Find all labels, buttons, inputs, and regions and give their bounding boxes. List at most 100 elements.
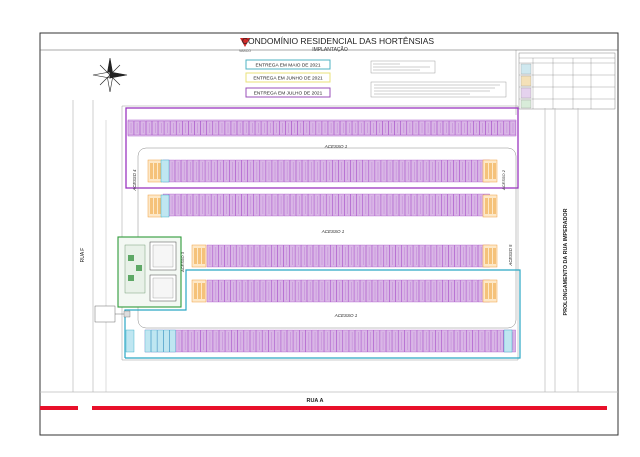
housing-unit <box>448 244 455 268</box>
housing-unit <box>336 244 343 268</box>
housing-unit <box>231 329 238 353</box>
housing-unit-may <box>144 329 151 353</box>
corner-unit-detail <box>150 163 153 179</box>
housing-unit <box>435 329 442 353</box>
corner-unit-detail <box>485 163 488 179</box>
housing-unit <box>412 120 419 136</box>
housing-unit <box>303 120 310 136</box>
housing-unit <box>277 244 284 268</box>
housing-unit <box>230 244 237 268</box>
housing-unit <box>366 279 372 303</box>
housing-unit <box>283 244 290 268</box>
housing-unit <box>406 120 413 136</box>
corner-unit-detail <box>202 248 205 264</box>
housing-unit <box>423 193 430 217</box>
housing-unit <box>436 244 443 268</box>
corner-unit-detail <box>489 163 492 179</box>
housing-unit <box>350 159 357 183</box>
housing-unit <box>308 159 315 183</box>
housing-unit <box>389 244 396 268</box>
housing-unit <box>362 193 369 217</box>
housing-unit <box>242 279 249 303</box>
legend-label-july: ENTREGA EM JULHO DE 2021 <box>254 91 323 97</box>
housing-unit <box>419 279 425 303</box>
corner-unit-detail <box>493 283 496 299</box>
housing-unit <box>199 193 206 217</box>
housing-unit <box>332 159 339 183</box>
housing-unit <box>255 120 262 136</box>
housing-unit <box>188 329 195 353</box>
corner-unit-detail <box>493 198 496 214</box>
access-label-1b: ACESSO 1 <box>321 229 345 234</box>
corner-unit-detail <box>198 283 201 299</box>
corner-unit-detail <box>154 198 157 214</box>
housing-unit <box>267 120 274 136</box>
housing-unit <box>430 120 437 136</box>
housing-unit <box>423 329 430 353</box>
housing-unit <box>307 279 313 303</box>
housing-unit <box>205 159 212 183</box>
north-arrow-icon <box>92 57 128 93</box>
housing-unit <box>296 159 303 183</box>
housing-unit <box>249 329 257 353</box>
housing-unit <box>225 329 232 353</box>
access-label-4: ACESSO 4 <box>132 169 137 192</box>
housing-unit <box>133 120 140 136</box>
housing-unit <box>187 193 194 217</box>
housing-unit-may <box>160 194 170 218</box>
housing-unit <box>224 120 231 136</box>
housing-unit <box>362 159 369 183</box>
housing-unit <box>473 120 480 136</box>
housing-unit <box>342 329 349 353</box>
housing-unit <box>326 193 333 217</box>
housing-unit <box>389 279 396 303</box>
housing-unit <box>174 159 181 183</box>
legend-swatch-july <box>245 87 331 98</box>
notes-block <box>370 60 507 98</box>
units-table <box>518 52 616 110</box>
housing-unit <box>254 244 260 268</box>
housing-unit <box>410 329 417 353</box>
entrance-gate <box>94 305 131 323</box>
housing-unit <box>139 120 146 136</box>
housing-unit <box>217 193 224 217</box>
road-rua-f <box>72 100 107 392</box>
housing-unit <box>348 329 355 353</box>
housing-unit <box>436 279 443 303</box>
housing-unit <box>181 193 187 217</box>
housing-unit <box>477 193 484 217</box>
housing-unit <box>479 120 486 136</box>
housing-unit <box>336 329 343 353</box>
housing-unit <box>472 244 478 268</box>
housing-unit <box>376 120 383 136</box>
housing-unit <box>299 329 306 353</box>
housing-unit <box>395 244 402 268</box>
housing-unit <box>241 193 248 217</box>
housing-unit <box>471 159 478 183</box>
housing-unit <box>352 120 359 136</box>
housing-unit <box>374 159 381 183</box>
housing-unit <box>392 159 399 183</box>
housing-unit <box>321 120 328 136</box>
housing-unit <box>356 159 363 183</box>
housing-unit <box>261 120 268 136</box>
housing-unit <box>424 244 431 268</box>
housing-unit <box>259 193 266 217</box>
housing-unit <box>360 244 366 268</box>
housing-unit <box>170 120 177 136</box>
housing-unit <box>229 193 236 217</box>
housing-unit <box>465 193 472 217</box>
housing-unit <box>332 193 339 217</box>
housing-unit <box>497 120 504 136</box>
housing-unit <box>405 193 412 217</box>
housing-unit <box>344 193 351 217</box>
housing-unit <box>326 159 333 183</box>
housing-unit <box>200 329 207 353</box>
housing-unit <box>205 193 212 217</box>
housing-unit <box>287 329 294 353</box>
housing-unit <box>380 193 387 217</box>
housing-unit <box>466 279 473 303</box>
housing-unit <box>285 120 292 136</box>
